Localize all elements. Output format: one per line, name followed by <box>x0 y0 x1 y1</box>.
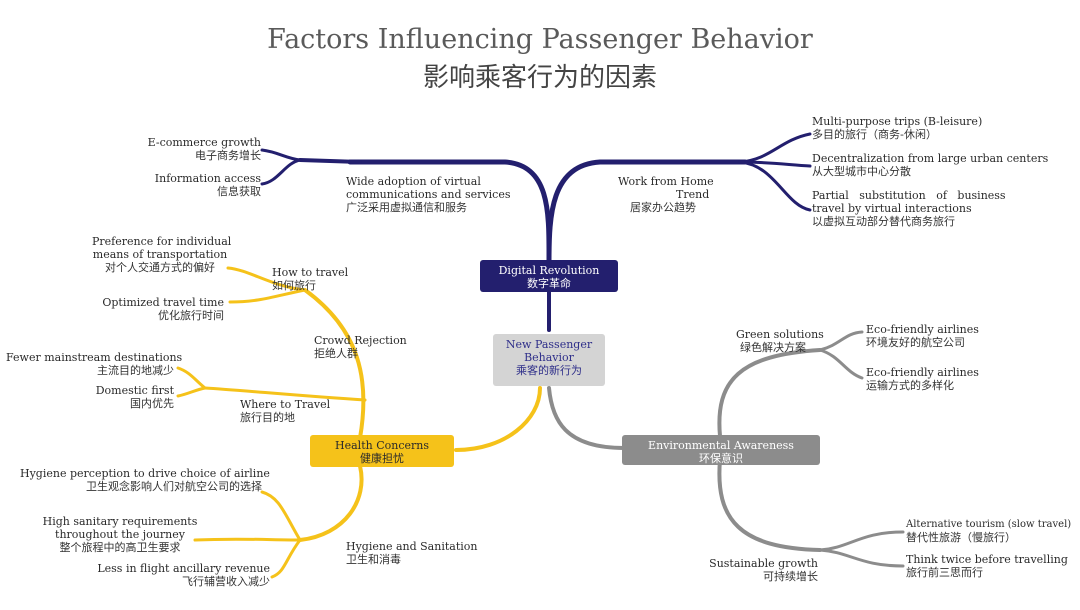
digital-revolution-node: Digital Revolution 数字革命 <box>480 260 618 292</box>
label-fewer-destinations: Fewer mainstream destinations 主流目的地减少 <box>6 351 183 377</box>
label-partial-substitution: Partial substitution of business travel … <box>812 189 1006 228</box>
branch-how-pref <box>226 266 307 292</box>
label-eco-friendly-airlines-2: Eco-friendly airlines 运输方式的多样化 <box>866 366 979 392</box>
label-high-sanitary: High sanitary requirements throughout th… <box>42 515 198 554</box>
label-work-from-home: Work from Home Trend 居家办公趋势 <box>618 175 714 214</box>
label-optimized-time: Optimized travel time 优化旅行时间 <box>102 296 224 322</box>
label-hygiene-perception: Hygiene perception to drive choice of ai… <box>20 467 270 493</box>
branch-info <box>260 158 302 186</box>
branch-health-down <box>298 464 364 542</box>
label-decentralization: Decentralization from large urban center… <box>812 152 1049 178</box>
label-virtual-adoption: Wide adoption of virtual communications … <box>346 175 511 214</box>
environmental-awareness-cn: 环保意识 <box>699 452 743 465</box>
center-node-en2: Behavior <box>524 351 574 364</box>
environmental-awareness-node: Environmental Awareness 环保意识 <box>622 435 820 465</box>
branch-where <box>203 386 367 402</box>
branch-sanitary <box>193 537 302 542</box>
center-node-cn: 乘客的新行为 <box>516 364 582 377</box>
label-crowd-rejection: Crowd Rejection 拒绝人群 <box>314 334 407 360</box>
branch-center-to-env <box>547 386 626 450</box>
label-preference-individual: Preference for individual means of trans… <box>92 235 232 274</box>
label-sustainable-growth: Sustainable growth 可持续增长 <box>709 557 818 583</box>
branch-health-up <box>303 288 366 440</box>
digital-revolution-en: Digital Revolution <box>498 264 600 277</box>
label-how-to-travel: How to travel 如何旅行 <box>272 266 349 292</box>
branch-virtual <box>298 158 362 164</box>
branch-think <box>818 548 905 568</box>
branch-eco2 <box>818 348 864 380</box>
label-hygiene-sanitation: Hygiene and Sanitation 卫生和消毒 <box>346 540 478 566</box>
branch-how-opt <box>228 288 307 304</box>
label-ancillary-revenue: Less in flight ancillary revenue 飞行辅营收入减… <box>97 562 270 588</box>
label-think-twice: Think twice before travelling 旅行前三思而行 <box>906 553 1068 579</box>
branch-env-down <box>717 458 822 552</box>
center-node: New Passenger Behavior 乘客的新行为 <box>493 334 605 386</box>
label-green-solutions: Green solutions 绿色解决方案 <box>736 328 824 354</box>
branch-eco1 <box>818 330 864 352</box>
branch-digital-trunk-right <box>546 159 748 265</box>
branch-partial <box>738 160 812 212</box>
branch-ancillary <box>270 538 302 579</box>
health-concerns-node: Health Concerns 健康担忧 <box>310 435 454 467</box>
digital-revolution-cn: 数字革命 <box>527 277 571 290</box>
health-concerns-en: Health Concerns <box>335 439 429 452</box>
label-where-to-travel: Where to Travel 旅行目的地 <box>240 398 331 424</box>
branch-ecommerce <box>260 148 302 162</box>
environmental-awareness-en: Environmental Awareness <box>648 439 794 452</box>
label-information-access: Information access 信息获取 <box>154 172 261 198</box>
center-node-en1: New Passenger <box>505 338 593 351</box>
branch-perception <box>260 490 302 542</box>
label-eco-friendly-airlines-1: Eco-friendly airlines 环境友好的航空公司 <box>866 323 979 349</box>
branch-center-to-health <box>454 386 542 452</box>
label-multi-purpose: Multi-purpose trips (B-leisure) 多目的旅行（商务… <box>812 115 983 141</box>
branch-wfh <box>738 132 812 164</box>
branch-fewer <box>176 366 207 390</box>
branch-alt <box>818 530 905 552</box>
title-chinese: 影响乘客行为的因素 <box>422 63 657 93</box>
health-concerns-cn: 健康担忧 <box>360 452 404 465</box>
branch-env-up <box>717 348 822 438</box>
title-english: Factors Influencing Passenger Behavior <box>267 24 813 55</box>
branch-domestic <box>176 386 207 398</box>
label-alternative-tourism: Alternative tourism (slow travel) 替代性旅游（… <box>906 519 1072 544</box>
label-domestic-first: Domestic first 国内优先 <box>95 384 174 410</box>
label-ecommerce: E-commerce growth 电子商务增长 <box>147 136 261 162</box>
